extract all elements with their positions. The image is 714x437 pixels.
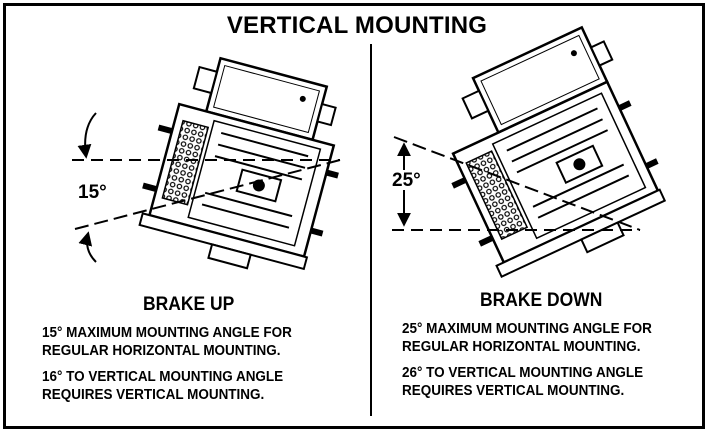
center-divider xyxy=(370,44,372,416)
brake-up-angle-lines xyxy=(72,112,341,263)
brake-up-angle-label: 15° xyxy=(78,182,107,203)
brake-up-motor xyxy=(138,56,339,271)
brake-down-angle-lines xyxy=(392,136,641,231)
brake-down-motor xyxy=(451,25,667,278)
brake-down-max-angle-text: 25° MAXIMUM MOUNTING ANGLE FOR REGULAR H… xyxy=(402,321,652,355)
brake-down-angle-label: 25° xyxy=(392,170,421,191)
brake-down-vertical-text: 26° TO VERTICAL MOUNTING ANGLE REQUIRES … xyxy=(402,365,644,399)
diagram-title: VERTICAL MOUNTING xyxy=(226,12,488,39)
brake-down-heading: BRAKE DOWN xyxy=(480,290,603,311)
brake-up-max-angle-text: 15° MAXIMUM MOUNTING ANGLE FOR REGULAR H… xyxy=(42,325,292,359)
brake-up-vertical-text: 16° TO VERTICAL MOUNTING ANGLE REQUIRES … xyxy=(42,369,284,403)
brake-up-heading: BRAKE UP xyxy=(143,294,235,315)
